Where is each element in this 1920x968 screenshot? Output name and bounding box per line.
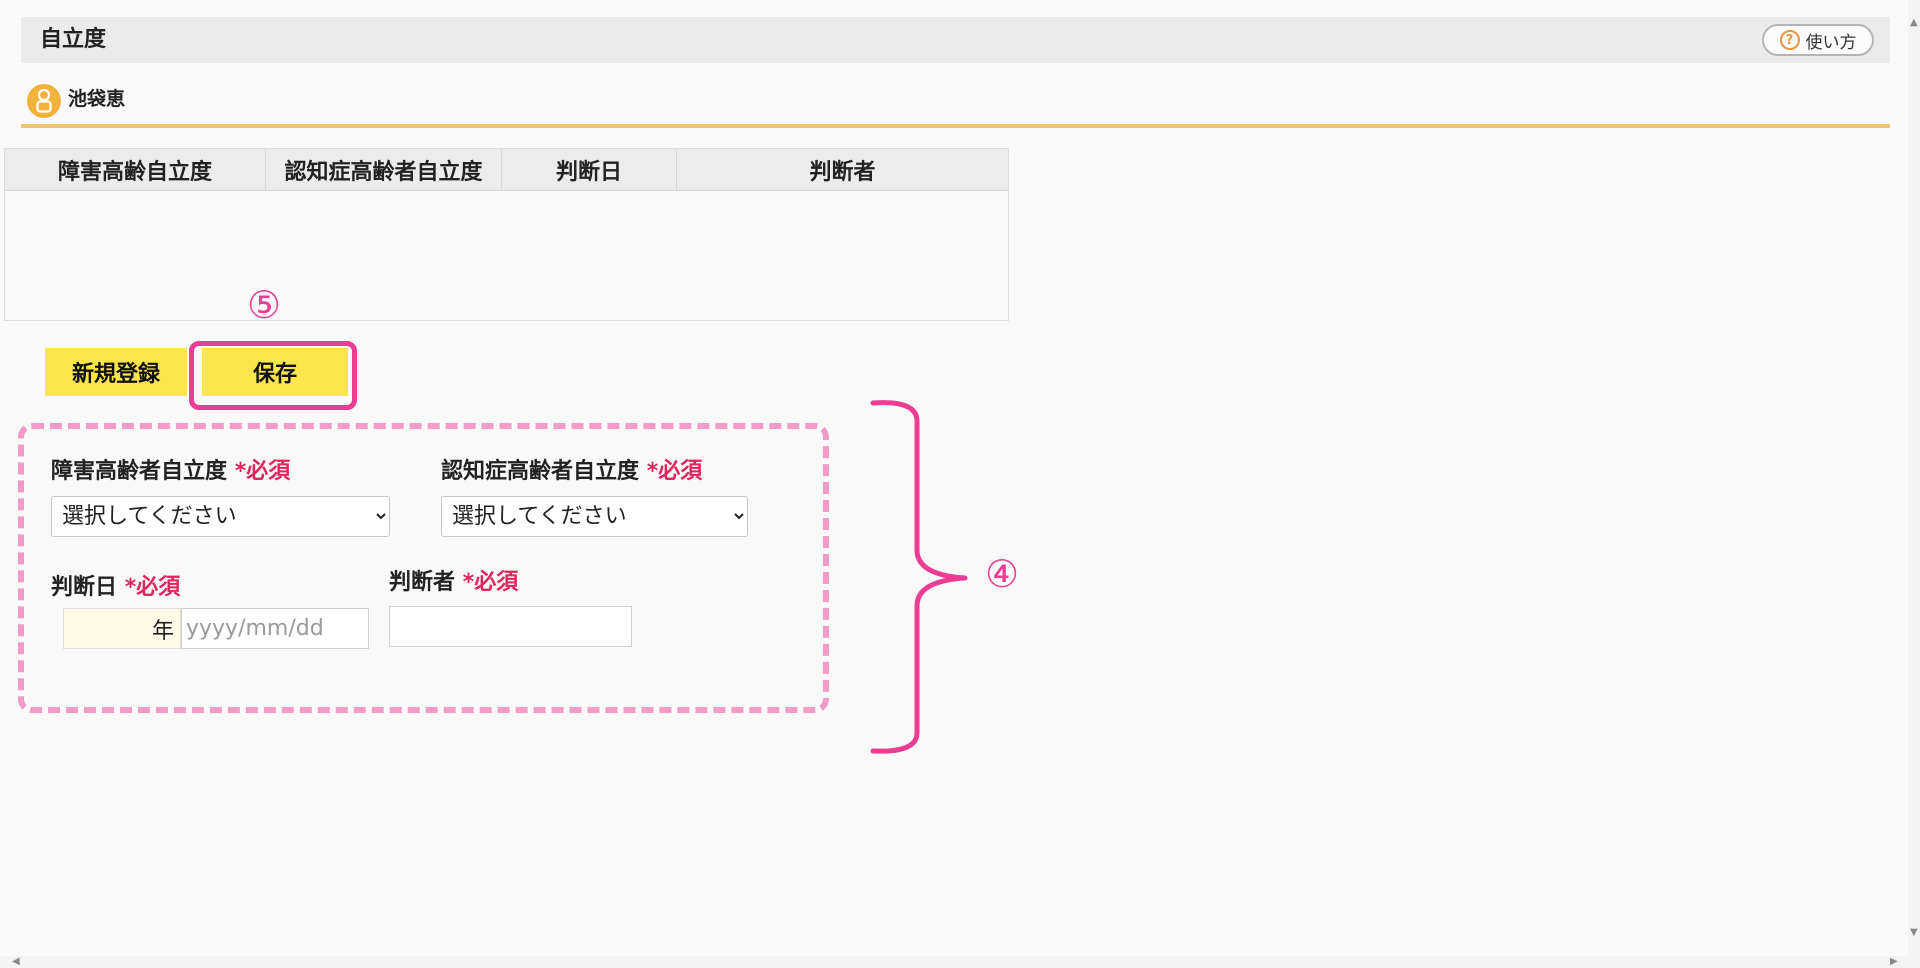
year-suffix: 年 (151, 618, 174, 644)
help-button[interactable]: ? 使い方 (1762, 24, 1874, 56)
save-highlight-annotation (189, 341, 357, 410)
dementia-level-label: 認知症高齢者自立度 *必須 (441, 459, 703, 484)
bracket-annotation (870, 400, 968, 754)
help-button-label: 使い方 (1805, 32, 1857, 53)
table-body (5, 192, 1008, 320)
scroll-up-icon[interactable]: ▲ (1910, 17, 1918, 28)
page-title: 自立度 (40, 27, 107, 52)
history-table: 障害高齢自立度 認知症高齢者自立度 判断日 判断者 (4, 148, 1009, 321)
scroll-left-icon[interactable]: ◀ (12, 956, 20, 967)
judgment-date-label: 判断日 *必須 (51, 575, 181, 600)
user-name: 池袋恵 (68, 88, 126, 110)
column-header-dementia-level[interactable]: 認知症高齢者自立度 (266, 149, 502, 191)
required-mark: *必須 (646, 459, 703, 484)
column-header-judgment-date[interactable]: 判断日 (502, 149, 677, 191)
vertical-scrollbar[interactable]: ▲ ▼ (1908, 0, 1920, 968)
judgment-date-input[interactable] (181, 608, 369, 649)
question-icon: ? (1779, 30, 1800, 50)
required-mark: *必須 (124, 575, 181, 600)
disability-level-select[interactable]: 選択してください (51, 496, 390, 537)
dementia-level-select[interactable]: 選択してください (441, 496, 748, 537)
annotation-marker-4: ④ (985, 552, 1020, 596)
person-icon (36, 88, 52, 113)
column-header-disability-level[interactable]: 障害高齢自立度 (5, 149, 266, 191)
save-button[interactable]: 保存 (202, 348, 348, 396)
judge-label: 判断者 *必須 (389, 570, 519, 595)
required-mark: *必須 (234, 459, 291, 484)
column-header-judge[interactable]: 判断者 (809, 160, 876, 185)
page-header: 自立度 ? 使い方 (21, 17, 1890, 63)
form-highlight-annotation (18, 423, 829, 713)
era-year-field[interactable]: 年 (63, 608, 181, 649)
judge-input[interactable] (389, 606, 632, 647)
scroll-down-icon[interactable]: ▼ (1910, 927, 1918, 938)
annotation-marker-5: ⑤ (247, 283, 282, 327)
new-registration-button[interactable]: 新規登録 (45, 348, 187, 396)
disability-level-label: 障害高齢者自立度 *必須 (51, 459, 291, 484)
user-avatar (27, 84, 61, 118)
scroll-right-icon[interactable]: ▶ (1890, 956, 1898, 967)
header-divider (21, 124, 1890, 128)
horizontal-scrollbar[interactable]: ◀ ▶ (0, 956, 1908, 968)
table-header-row: 障害高齢自立度 認知症高齢者自立度 判断日 判断者 (5, 149, 1008, 191)
required-mark: *必須 (462, 570, 519, 595)
